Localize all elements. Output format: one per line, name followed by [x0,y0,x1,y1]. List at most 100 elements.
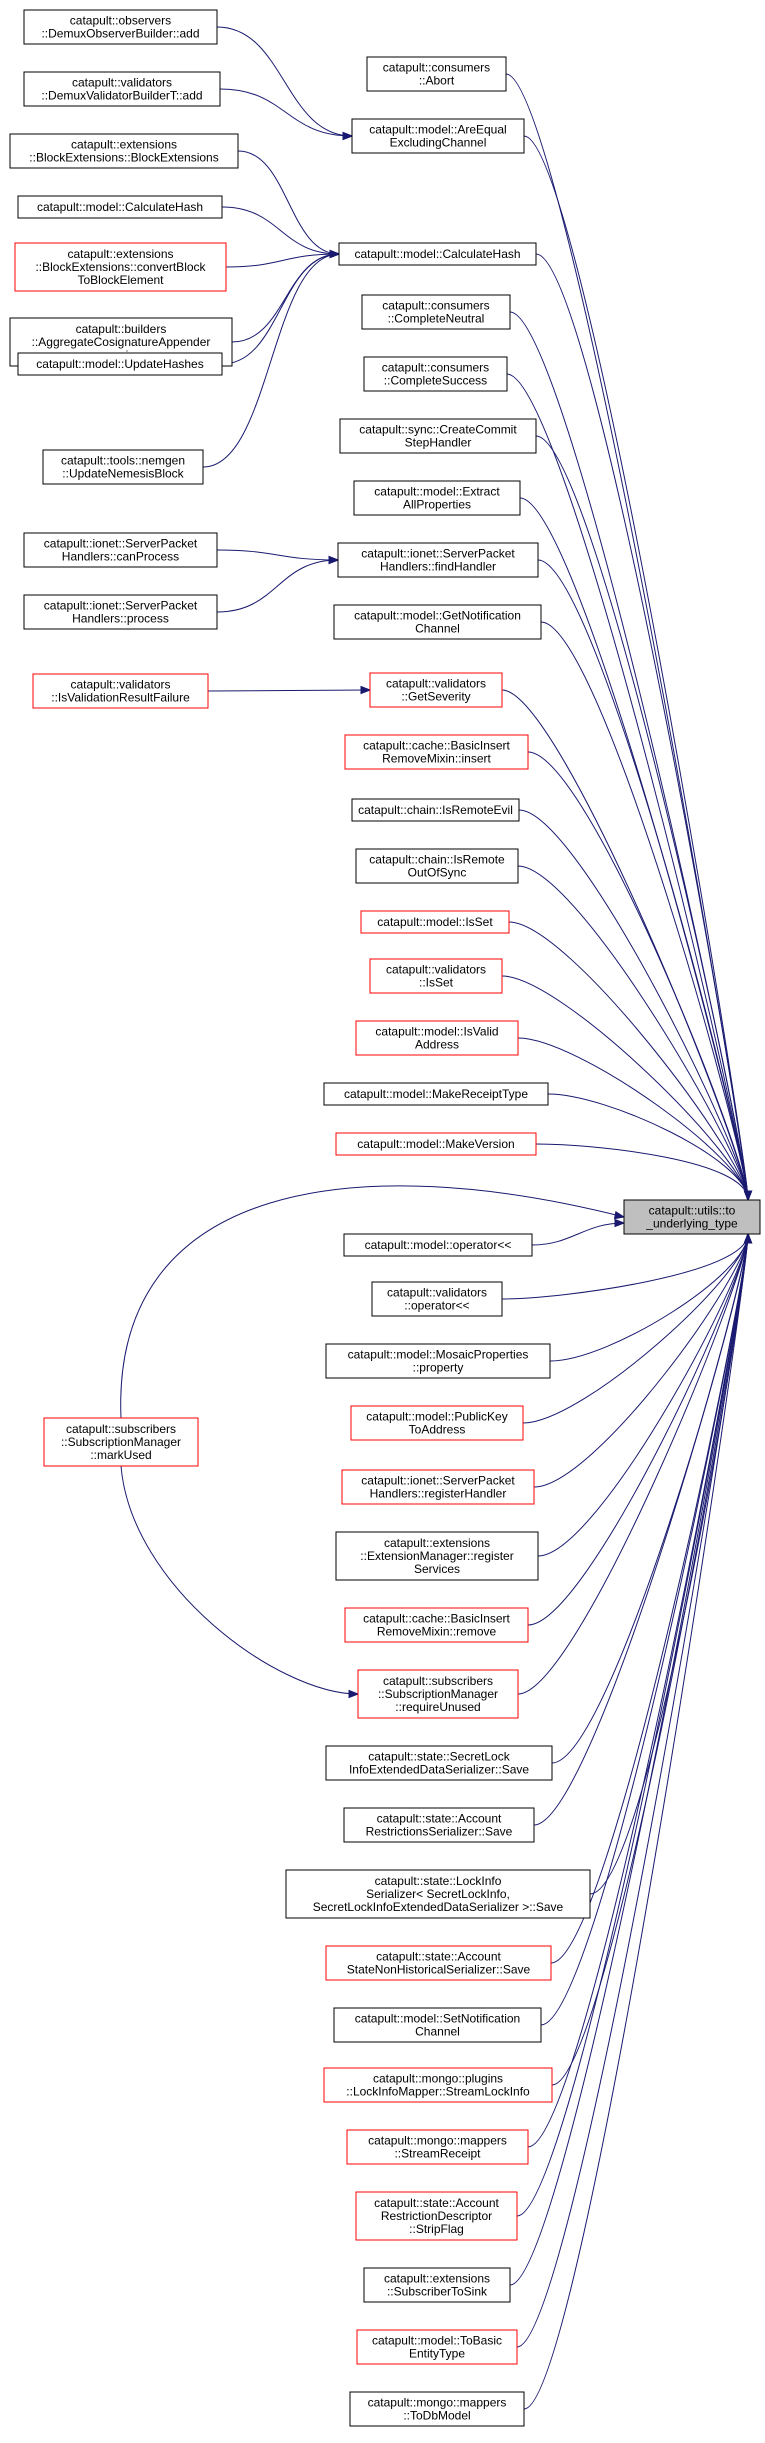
node-label-line: ::StripFlag [409,2222,464,2236]
node-label-line: catapult::cache::BasicInsert [363,739,510,753]
edge-line [120,1465,359,1695]
node-catapult-state-account-restrictiondescriptor-stripflag[interactable]: catapult::state::AccountRestrictionDescr… [355,2191,518,2241]
node-box [9,133,239,169]
node-label-line: catapult::ionet::ServerPacket [44,599,198,613]
edge-line [219,88,353,137]
node-label-line: catapult::validators [72,76,172,90]
node-label-line: ::SubscriptionManager [378,1687,498,1701]
node-label-line: Handlers::canProcess [62,550,179,564]
edge-aeq-to-t [523,135,753,1202]
node-label-line: ::requireUnused [395,1700,480,1714]
node-label-line: ::ExtensionManager::register [360,1549,513,1563]
node-box [23,532,218,568]
node-catapult-model-calculatehash[interactable]: catapult::model::CalculateHash [338,242,537,266]
node-catapult-model-makereceipttype[interactable]: catapult::model::MakeReceiptType [323,1082,549,1106]
node-label-line: catapult::model::GetNotification [354,609,521,623]
node-box [355,1020,519,1056]
edge-mop-to-t [531,1218,626,1246]
node-box [32,673,209,709]
node-catapult-model-calculatehash[interactable]: catapult::model::CalculateHash [17,195,223,219]
node-catapult-model-mosaicproperties-property[interactable]: catapult::model::MosaicProperties::prope… [325,1343,551,1379]
node-catapult-model-makeversion[interactable]: catapult::model::MakeVersion [335,1132,537,1156]
edge-tbet-to-t [516,1232,753,2348]
edge-sr-to-t [527,1232,753,2148]
edge-iva-to-t [517,1037,753,1202]
node-catapult-model-updatehashes[interactable]: catapult::model::UpdateHashes [17,352,223,376]
edge-arrowhead [360,685,372,695]
node-catapult-validators-operator[interactable]: catapult::validators::operator<< [371,1281,503,1317]
node-catapult-chain-isremoteevil[interactable]: catapult::chain::IsRemoteEvil [351,798,520,822]
edge-line [516,1233,749,2348]
node-catapult-extensions-blockextensions-blockextensions[interactable]: catapult::extensions::BlockExtensions::B… [9,133,239,169]
edge-line [533,1233,749,1826]
node-catapult-model-isset[interactable]: catapult::model::IsSet [360,910,510,934]
node-catapult-extensions-extensionmanager-register-services[interactable]: catapult::extensions::ExtensionManager::… [335,1531,539,1581]
edge-line [518,809,749,1201]
node-catapult-state-secretlock-infoextendeddataserializer-save[interactable]: catapult::state::SecretLockInfoExtendedD… [325,1745,553,1781]
node-catapult-ionet-serverpacket-handlers-process[interactable]: catapult::ionet::ServerPacketHandlers::p… [23,594,218,630]
node-catapult-consumers-completeneutral[interactable]: catapult::consumers::CompleteNeutral [361,294,511,330]
node-box [341,1469,535,1505]
node-box [353,480,521,516]
node-catapult-tools-nemgen-updatenemesisblock[interactable]: catapult::tools::nemgen::UpdateNemesisBl… [42,449,204,485]
node-box [23,71,221,107]
edge-line [535,435,749,1201]
node-catapult-consumers-abort[interactable]: catapult::consumers::Abort [366,56,507,92]
node-label-line: ::Abort [419,74,455,88]
edge-line [509,311,749,1201]
node-label-line: catapult::chain::IsRemoteEvil [358,803,513,817]
node-catapult-cache-basicinsert-removemixin-insert[interactable]: catapult::cache::BasicInsertRemoveMixin:… [344,734,529,770]
node-catapult-model-operator[interactable]: catapult::model::operator<< [343,1233,533,1257]
node-catapult-validators-isset[interactable]: catapult::validators::IsSet [369,958,503,994]
node-catapult-observers-demuxobserverbuilder-add[interactable]: catapult::observers::DemuxObserverBuilde… [23,9,218,45]
edge-smu-to-ru [120,1465,360,1699]
edge-line [527,1233,749,1626]
node-catapult-validators-getseverity[interactable]: catapult::validators::GetSeverity [369,672,503,708]
edge-line [506,373,749,1201]
edge-val-to-aeq [219,88,354,141]
node-box [323,1082,549,1106]
node-catapult-validators-isvalidationresultfailure[interactable]: catapult::validators::IsValidationResult… [32,673,209,709]
edge-line [505,73,749,1201]
node-catapult-mongo-mappers-todbmodel[interactable]: catapult::mongo::mappers::ToDbModel [349,2391,525,2427]
node-catapult-model-areequal-excludingchannel[interactable]: catapult::model::AreEqualExcludingChanne… [351,118,525,154]
node-catapult-subscribers-subscriptionmanager-markused[interactable]: catapult::subscribers::SubscriptionManag… [43,1417,199,1467]
node-catapult-state-account-statenonhistoricalserializer-save[interactable]: catapult::state::AccountStateNonHistoric… [325,1945,552,1981]
edge-line [517,865,749,1201]
node-catapult-mongo-plugins-lockinfomapper-streamlockinfo[interactable]: catapult::mongo::plugins::LockInfoMapper… [323,2067,553,2103]
node-catapult-extensions-blockextensions-convertblock-toblockelement[interactable]: catapult::extensions::BlockExtensions::c… [14,242,227,292]
node-catapult-utils-to-underlying-type[interactable]: catapult::utils::to_underlying_type [623,1199,761,1235]
node-box [42,449,204,485]
node-catapult-subscribers-subscriptionmanager-requireunused[interactable]: catapult::subscribers::SubscriptionManag… [357,1669,519,1719]
node-label-line: catapult::consumers [382,361,489,375]
node-catapult-state-account-restrictionsserializer-save[interactable]: catapult::state::AccountRestrictionsSeri… [343,1807,535,1843]
node-catapult-ionet-serverpacket-handlers-canprocess[interactable]: catapult::ionet::ServerPacketHandlers::c… [23,532,218,568]
node-label-line: catapult::extensions [71,138,177,152]
edge-line [551,1233,749,1764]
node-label-line: ::property [413,1361,464,1375]
node-catapult-cache-basicinsert-removemixin-remove[interactable]: catapult::cache::BasicInsertRemoveMixin:… [344,1607,529,1643]
edge-line [216,26,353,137]
edge-line [540,1233,749,2026]
node-catapult-validators-demuxvalidatorbuildert-add[interactable]: catapult::validators::DemuxValidatorBuil… [23,71,221,107]
node-label-line: ::CompleteSuccess [384,374,487,388]
node-catapult-consumers-completesuccess[interactable]: catapult::consumers::CompleteSuccess [363,356,508,392]
node-catapult-extensions-subscribertosink[interactable]: catapult::extensions::SubscriberToSink [363,2267,511,2303]
node-catapult-ionet-serverpacket-handlers-registerhandler[interactable]: catapult::ionet::ServerPacketHandlers::r… [341,1469,535,1505]
node-catapult-ionet-serverpacket-handlers-findhandler[interactable]: catapult::ionet::ServerPacketHandlers::f… [337,542,539,578]
edge-line [517,1233,749,1695]
edge-line [549,1233,749,1362]
node-label-line: ::CompleteNeutral [388,312,485,326]
node-catapult-mongo-mappers-streamreceipt[interactable]: catapult::mongo::mappers::StreamReceipt [346,2129,529,2165]
node-label-line: Handlers::findHandler [380,560,496,574]
node-box [14,242,227,292]
